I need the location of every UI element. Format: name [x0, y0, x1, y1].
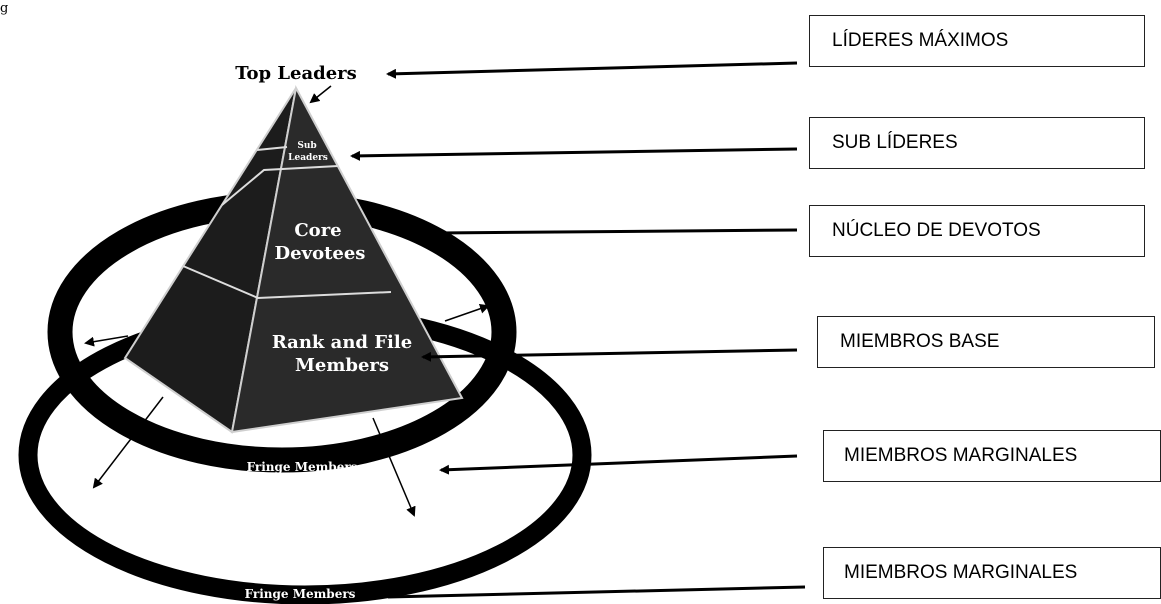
- core-devotees-label-1: Core: [294, 220, 341, 241]
- label-box-inner-fringe: MIEMBROS MARGINALES: [823, 430, 1161, 482]
- label-box-text: MIEMBROS MARGINALES: [844, 562, 1078, 583]
- pointer-line-outer-fringe: [387, 585, 806, 599]
- apex-arrow: [309, 85, 332, 104]
- expansion-arrow-left: [84, 335, 129, 347]
- sub-leaders-label-2: Leaders: [288, 153, 328, 163]
- rank-file-label-2: Members: [295, 355, 389, 376]
- pointer-line-core: [437, 228, 798, 235]
- label-box-text: SUB LÍDERES: [832, 132, 958, 153]
- inner-ring-label: Fringe Members: [247, 460, 358, 474]
- core-devotees-label-2: Devotees: [275, 243, 366, 264]
- pointer-arrow-top-leaders: [386, 61, 798, 79]
- outer-ring-label: Fringe Members: [245, 587, 356, 601]
- label-box-text: MIEMBROS MARGINALES: [844, 445, 1078, 466]
- level-divider-1: [256, 146, 288, 151]
- sub-leaders-label-1: Sub: [297, 141, 316, 151]
- pointer-arrow-rank-file: [421, 348, 798, 362]
- pointer-arrow-inner-fringe: [439, 454, 798, 475]
- pyramid-front-face: [230, 85, 464, 434]
- label-box-text: MIEMBROS BASE: [840, 331, 1000, 352]
- expansion-arrow-lower-right: [372, 417, 416, 517]
- label-box-text: LÍDERES MÁXIMOS: [832, 30, 1009, 51]
- rank-file-label-1: Rank and File: [272, 332, 412, 353]
- label-box-rank-file: MIEMBROS BASE: [817, 316, 1155, 368]
- label-box-sub-leaders: SUB LÍDERES: [809, 117, 1145, 169]
- pointer-arrow-sub-leaders: [350, 147, 798, 161]
- top-leaders-label: Top Leaders: [235, 63, 357, 84]
- level-divider-2: [221, 165, 339, 206]
- corner-mark: g: [0, 1, 8, 16]
- label-box-text: NÚCLEO DE DEVOTOS: [832, 220, 1041, 241]
- level-divider-3: [182, 265, 392, 300]
- label-box-outer-fringe: MIEMBROS MARGINALES: [823, 547, 1161, 599]
- label-box-top-leaders: LÍDERES MÁXIMOS: [809, 15, 1145, 67]
- expansion-arrow-right: [444, 303, 490, 322]
- expansion-arrow-lower-left: [92, 396, 164, 489]
- label-box-core-devotees: NÚCLEO DE DEVOTOS: [809, 205, 1145, 257]
